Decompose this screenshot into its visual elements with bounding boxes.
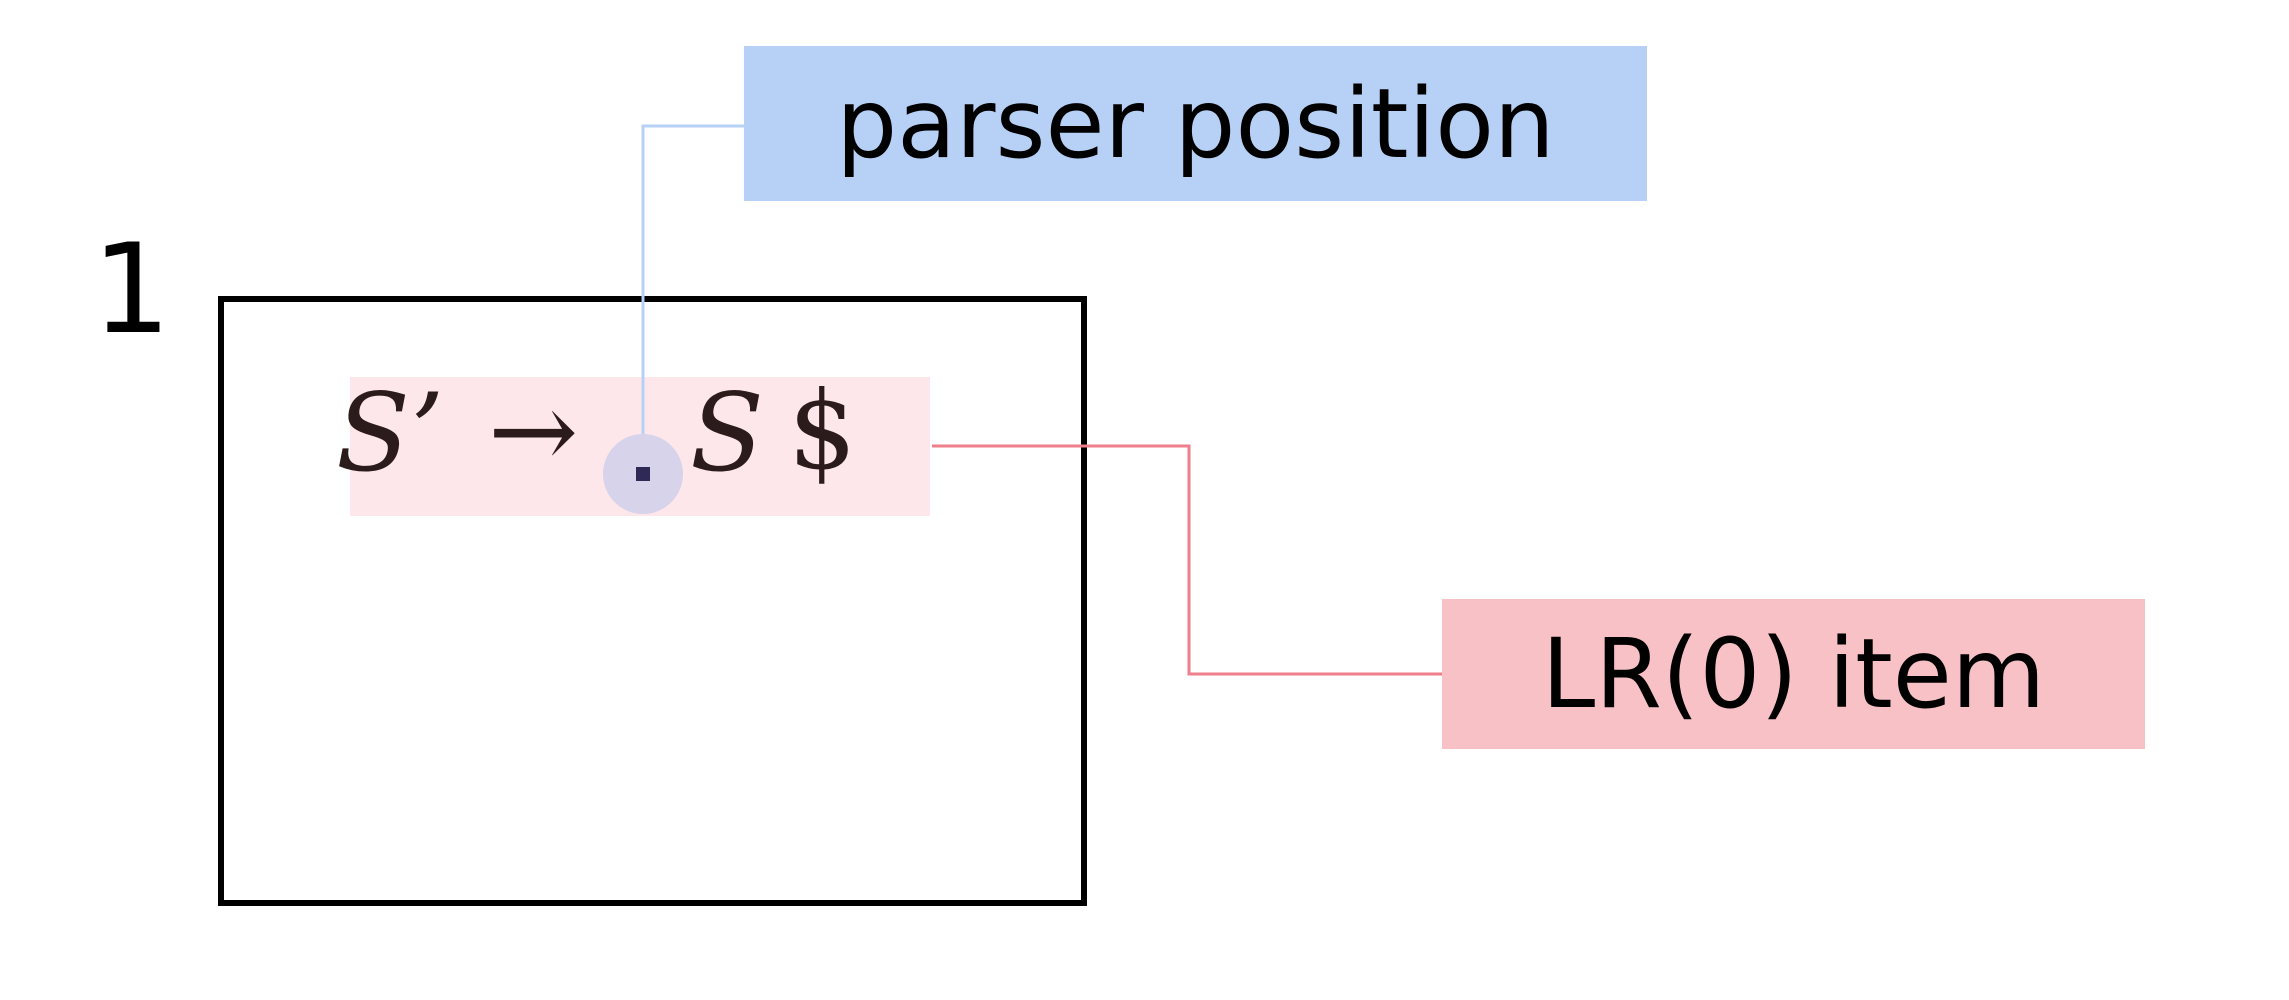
- state-box: [218, 296, 1087, 906]
- item-rhs-symbol: S: [690, 371, 764, 496]
- parser-position-label: parser position: [744, 46, 1647, 201]
- state-number: 1: [92, 218, 171, 362]
- end-marker-symbol: $: [788, 369, 857, 494]
- parser-position-connector: [641, 124, 744, 474]
- lr0-item-connector: [932, 444, 1442, 676]
- item-dot: [636, 467, 650, 481]
- item-lhs-symbol: S’: [336, 371, 445, 496]
- lr0-item-label: LR(0) item: [1442, 599, 2145, 749]
- production-arrow: →: [488, 369, 579, 494]
